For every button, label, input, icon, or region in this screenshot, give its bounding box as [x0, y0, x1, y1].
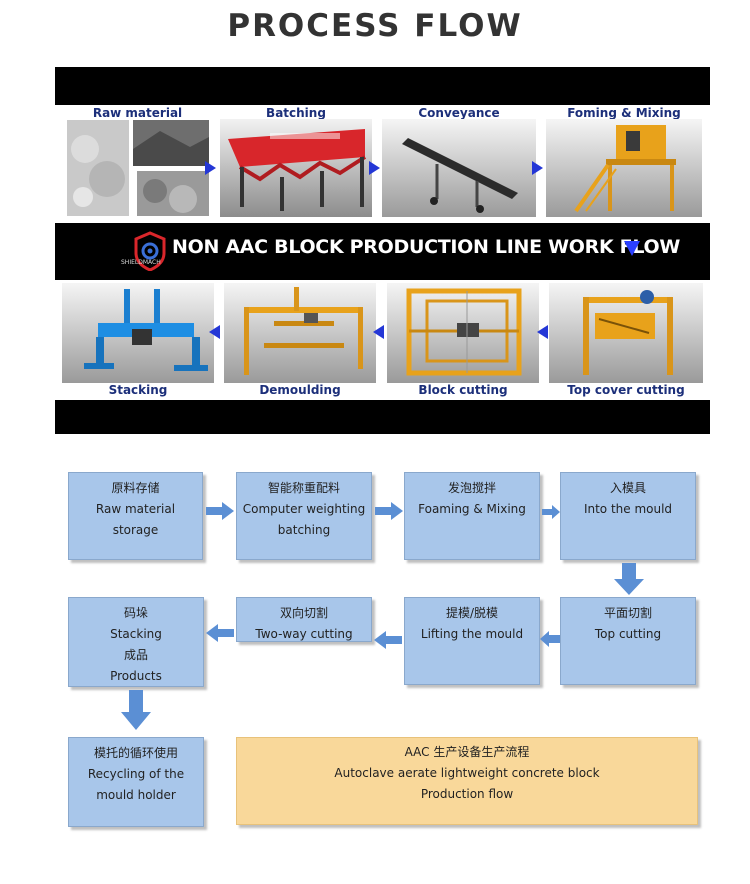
flow-arrow-left-icon — [540, 631, 560, 647]
batching-machine-image — [220, 119, 372, 217]
box-en: storage — [112, 523, 159, 537]
photo-block-cutting: Block cutting — [387, 283, 539, 398]
photo-raw-material: Raw material — [65, 105, 210, 219]
flow-box-foaming-mixing: 发泡搅拌 Foaming & Mixing — [404, 472, 540, 560]
flow-arrow-right-icon — [542, 505, 560, 519]
arrow-left-icon — [537, 325, 548, 339]
box-zh: 发泡搅拌 — [447, 481, 496, 495]
photo-caption: Stacking — [108, 383, 168, 397]
arrow-right-icon — [369, 161, 380, 175]
box-zh: 平面切割 — [603, 606, 652, 620]
box-en: mould holder — [96, 788, 176, 802]
box-en: batching — [277, 523, 331, 537]
arrow-down-icon — [624, 241, 640, 256]
photo-caption: Conveyance — [418, 106, 500, 120]
box-zh: 模托的循环使用 — [93, 746, 178, 760]
arrow-left-icon — [209, 325, 220, 339]
flow-box-into-mould: 入模具 Into the mould — [560, 472, 696, 560]
arrow-left-icon — [373, 325, 384, 339]
banner-title: NON AAC BLOCK PRODUCTION LINE WORK FLOW — [172, 236, 680, 258]
box-zh: 码垛 — [123, 606, 148, 620]
flow-box-stacking-products: 码垛 Stacking 成品 Products — [68, 597, 204, 687]
photo-batching: Batching — [220, 105, 372, 219]
flow-arrow-down-icon — [121, 690, 151, 730]
photo-conveyance: Conveyance — [382, 105, 536, 219]
summary-zh: AAC 生产设备生产流程 — [404, 745, 530, 759]
raw-material-image — [65, 119, 210, 217]
box-en: Raw material — [95, 502, 176, 516]
photo-panel: Raw material Batching — [55, 67, 710, 434]
box-en: Two-way cutting — [255, 627, 353, 641]
photo-caption: Demoulding — [259, 383, 341, 397]
logo-text: SHIELDMACH — [121, 259, 161, 266]
top-photo-strip: Raw material Batching — [55, 105, 710, 223]
top-cutting-machine-image — [549, 283, 703, 383]
flow-box-lifting-mould: 提模/脱模 Lifting the mould — [404, 597, 540, 685]
photo-caption: Top cover cutting — [567, 383, 685, 397]
box-en: Products — [110, 669, 162, 683]
box-en: Stacking — [110, 627, 162, 641]
flow-box-two-way-cutting: 双向切割 Two-way cutting — [236, 597, 372, 642]
box-en: Top cutting — [594, 627, 662, 641]
flow-box-computer-weighting: 智能称重配料 Computer weighting batching — [236, 472, 372, 560]
workflow-banner: SHIELDMACH NON AAC BLOCK PRODUCTION LINE… — [55, 225, 710, 273]
shieldmach-logo-icon — [134, 231, 166, 271]
summary-box: AAC 生产设备生产流程 Autoclave aerate lightweigh… — [236, 737, 698, 825]
page-title: PROCESS FLOW — [227, 8, 523, 44]
flow-box-top-cutting: 平面切割 Top cutting — [560, 597, 696, 685]
photo-caption: Raw material — [92, 106, 183, 120]
photo-caption: Block cutting — [418, 383, 508, 397]
box-zh: 双向切割 — [279, 606, 328, 620]
box-zh: 提模/脱模 — [445, 606, 499, 620]
summary-en: Autoclave aerate lightweight concrete bl… — [334, 766, 600, 780]
flow-arrow-down-icon — [614, 563, 644, 595]
flow-arrow-right-icon — [206, 502, 234, 520]
flow-arrow-right-icon — [375, 502, 403, 520]
mixer-image — [546, 119, 702, 217]
bottom-photo-strip: Stacking Demoulding — [55, 280, 710, 400]
block-cutting-machine-image — [387, 283, 539, 383]
box-zh: 原料存储 — [111, 481, 160, 495]
photo-demoulding: Demoulding — [224, 283, 376, 398]
box-en: Computer weighting — [242, 502, 366, 516]
photo-stacking: Stacking — [62, 283, 214, 398]
conveyor-image — [382, 119, 536, 217]
arrow-right-icon — [532, 161, 543, 175]
box-zh: 入模具 — [609, 481, 646, 495]
photo-caption: Batching — [266, 106, 326, 120]
summary-en: Production flow — [420, 787, 514, 801]
box-en: 成品 — [123, 648, 148, 662]
box-en: Foaming & Mixing — [418, 502, 526, 516]
stacking-machine-image — [62, 283, 214, 383]
flow-box-raw-material-storage: 原料存储 Raw material storage — [68, 472, 203, 560]
flow-arrow-left-icon — [374, 631, 402, 649]
box-zh: 智能称重配料 — [267, 481, 340, 495]
flow-box-recycling-mould-holder: 模托的循环使用 Recycling of the mould holder — [68, 737, 204, 827]
box-en: Recycling of the — [87, 767, 185, 781]
photo-caption: Foming & Mixing — [567, 106, 681, 120]
flow-arrow-left-icon — [206, 624, 234, 642]
box-en: Lifting the mould — [420, 627, 524, 641]
box-en: Into the mould — [583, 502, 673, 516]
demoulding-machine-image — [224, 283, 376, 383]
arrow-right-icon — [205, 161, 216, 175]
photo-foming-mixing: Foming & Mixing — [546, 105, 702, 219]
photo-top-cover-cutting: Top cover cutting — [549, 283, 703, 398]
